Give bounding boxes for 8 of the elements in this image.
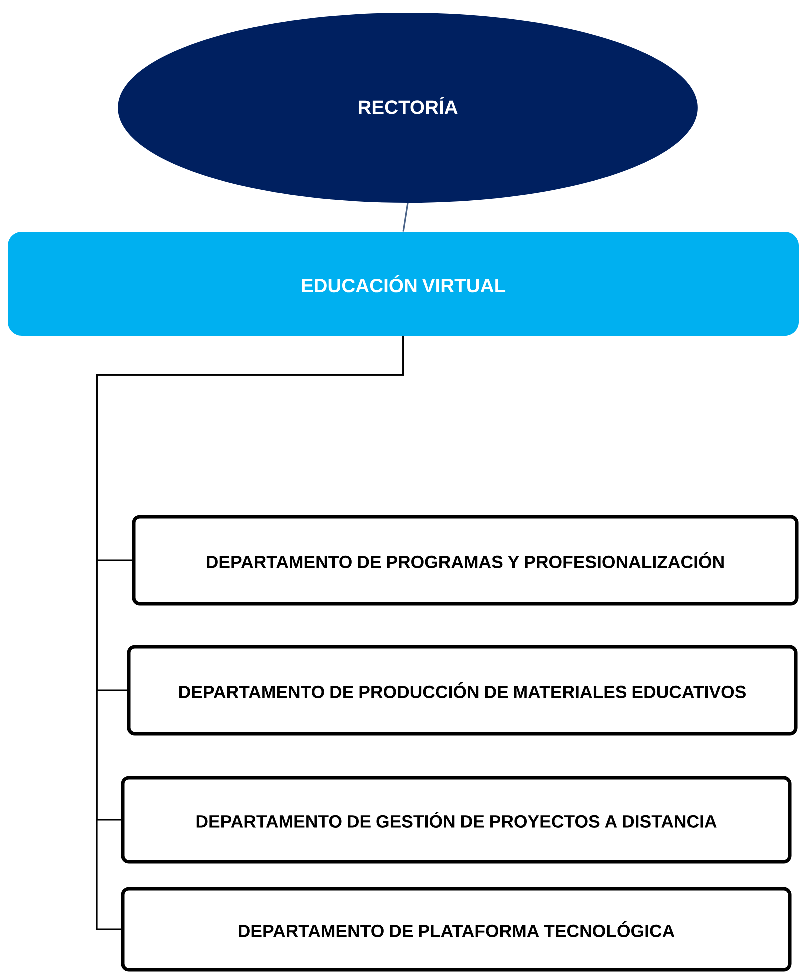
department-box: DEPARTAMENTO DE PROGRAMAS Y PROFESIONALIZACIÓN: [132, 515, 799, 606]
department-box: DEPARTAMENTO DE GESTIÓN DE PROYECTOS A DISTANCIA: [121, 776, 792, 864]
department-box: DEPARTAMENTO DE PRODUCCIÓN DE MATERIALES EDUCATIVOS: [127, 645, 798, 736]
oval-node: RECTORÍA: [118, 13, 698, 203]
department-box: DEPARTAMENTO DE PLATAFORMA TECNOLÓGICA: [121, 887, 792, 972]
connector-line: [402, 203, 409, 232]
process-band: EDUCACIÓN VIRTUAL: [8, 232, 799, 336]
connector-line: [96, 336, 404, 930]
